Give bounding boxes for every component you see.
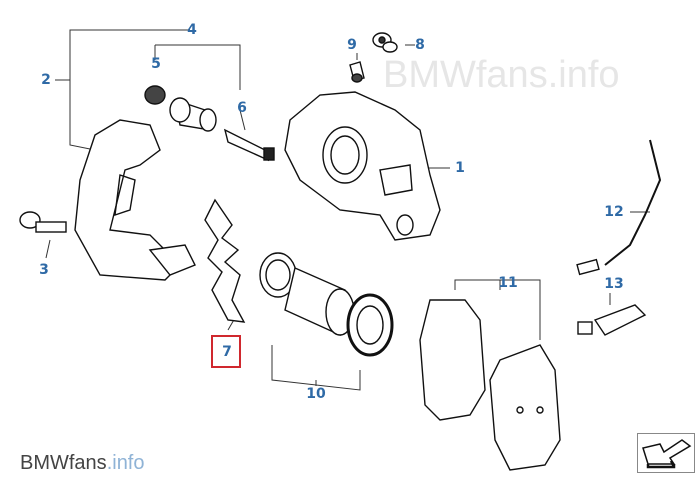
callout-10[interactable]: 10 xyxy=(306,386,326,402)
logo-suffix: .info xyxy=(106,452,145,474)
grease-tube-drawing xyxy=(577,304,647,336)
site-logo: BMWfans.info xyxy=(20,452,145,475)
callout-9[interactable]: 9 xyxy=(347,37,357,53)
callout-6[interactable]: 6 xyxy=(237,100,247,116)
brake-pads-drawing xyxy=(419,299,561,471)
bolt-drawing xyxy=(19,211,67,233)
callout-4[interactable]: 4 xyxy=(187,22,197,38)
bleeder-valve-drawing xyxy=(349,61,365,83)
callout-13[interactable]: 13 xyxy=(604,276,624,292)
caliper-housing-drawing xyxy=(284,91,441,241)
caliper-carrier-drawing xyxy=(74,119,196,281)
callout-12[interactable]: 12 xyxy=(604,204,624,220)
spring-clip-drawing xyxy=(204,198,246,323)
piston-drawing xyxy=(259,252,394,357)
callout-1[interactable]: 1 xyxy=(455,160,465,176)
callout-8[interactable]: 8 xyxy=(415,37,425,53)
wear-sensor-drawing xyxy=(576,139,662,276)
callout-11[interactable]: 11 xyxy=(498,275,518,291)
callout-3[interactable]: 3 xyxy=(39,262,49,278)
cap-drawing xyxy=(372,32,398,53)
back-arrow-icon xyxy=(642,439,692,469)
back-button[interactable] xyxy=(637,433,695,473)
watermark: BMWfans.info xyxy=(383,54,620,96)
bushing-drawing xyxy=(144,85,217,132)
highlight-box xyxy=(211,335,241,368)
logo-brand: BMWfans xyxy=(20,452,107,474)
leader-lines xyxy=(45,29,650,391)
callout-5[interactable]: 5 xyxy=(151,56,161,72)
guide-bolt-drawing xyxy=(223,128,275,162)
callout-7[interactable]: 7 xyxy=(222,344,232,360)
callout-2[interactable]: 2 xyxy=(41,72,51,88)
